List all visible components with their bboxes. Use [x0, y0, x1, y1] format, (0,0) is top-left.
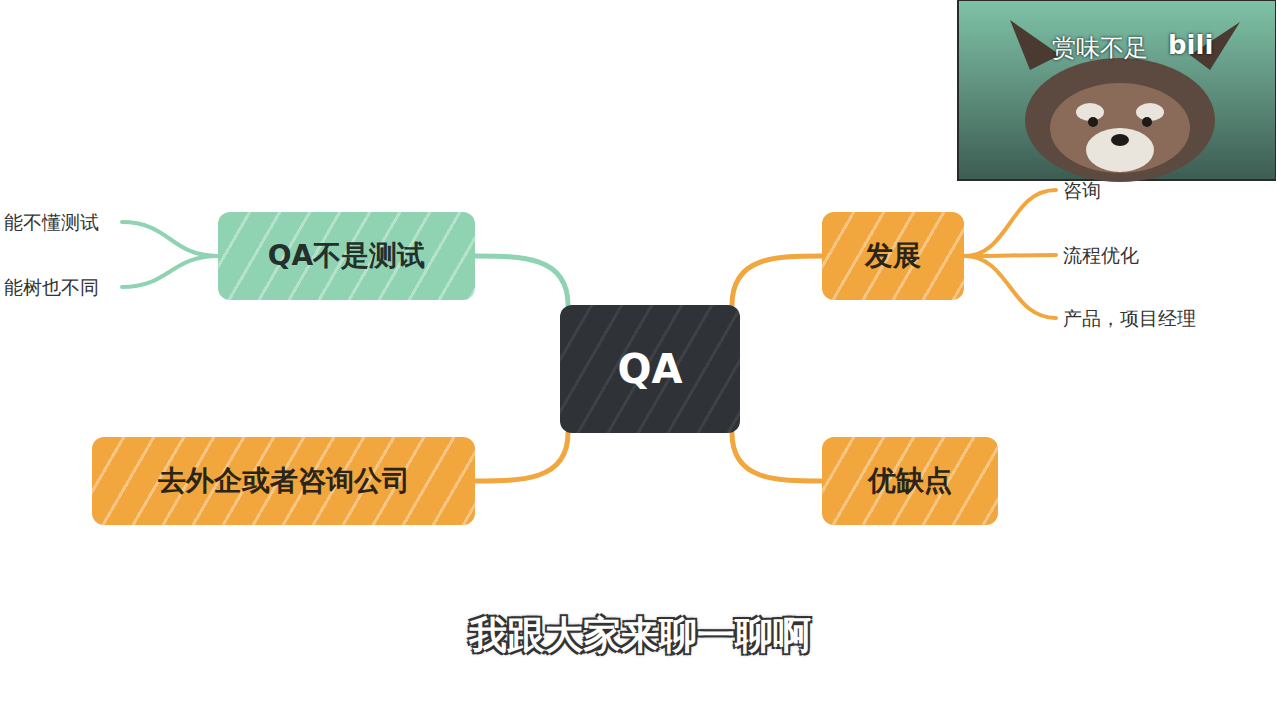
- branch-connector: [475, 256, 568, 305]
- branch-topic: 去外企或者咨询公司: [92, 437, 475, 525]
- branch-connector: [732, 256, 822, 305]
- branch-line: [964, 256, 1056, 318]
- node-title: 发展: [865, 237, 921, 275]
- node-title: QA: [618, 346, 683, 392]
- node-title: QA不是测试: [268, 237, 425, 275]
- branch-note: 产品，项目经理: [1063, 306, 1196, 332]
- central-topic: QA: [560, 305, 740, 433]
- branch-note: 能不懂测试: [4, 210, 99, 236]
- branch-note: 能树也不同: [4, 275, 99, 301]
- node-title: 去外企或者咨询公司: [158, 462, 410, 500]
- branch-connector: [475, 433, 568, 481]
- branch-line: [122, 256, 218, 287]
- watermark: 赏味不足: [1052, 32, 1148, 64]
- branch-note: 咨询: [1063, 178, 1101, 204]
- branch-topic: 发展: [822, 212, 964, 300]
- branch-connector: [732, 433, 822, 481]
- watermark: bili: [1168, 30, 1213, 60]
- webcam-overlay: [958, 0, 1276, 182]
- branch-note: 流程优化: [1063, 243, 1139, 269]
- node-title: 优缺点: [868, 462, 952, 500]
- subtitle: 我跟大家来聊一聊啊: [469, 610, 811, 661]
- branch-line: [964, 255, 1056, 256]
- branch-topic: 优缺点: [822, 437, 998, 525]
- branch-line: [122, 222, 218, 256]
- branch-topic: QA不是测试: [218, 212, 475, 300]
- branch-line: [964, 190, 1056, 256]
- sub-branches: [122, 190, 1056, 318]
